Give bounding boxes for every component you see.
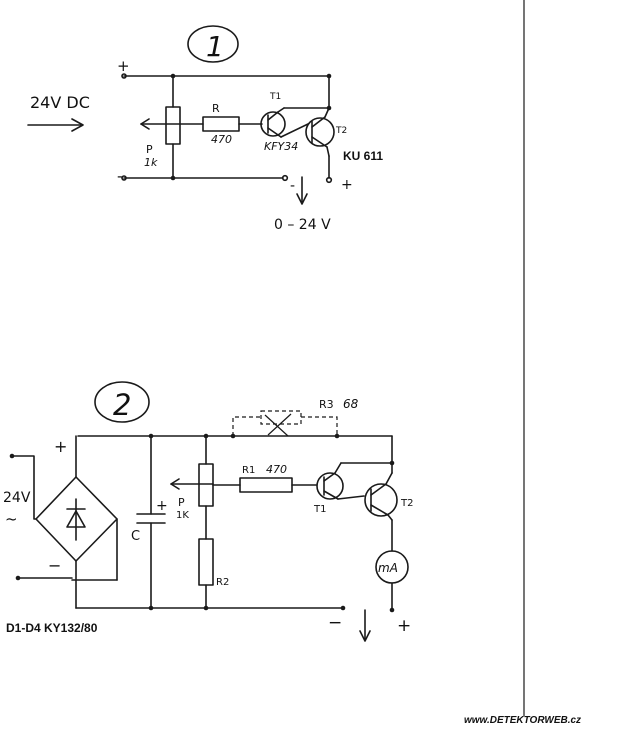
output-minus-terminal xyxy=(281,174,289,182)
pot2-p-label: P xyxy=(178,496,185,509)
resistor-r2 xyxy=(198,538,214,609)
r1-value: 470 xyxy=(266,463,287,476)
supply-arrow-icon xyxy=(27,118,84,132)
circuit-1-minus-terminal: - xyxy=(117,167,122,185)
diode-icon xyxy=(66,498,86,541)
t1-label: T1 xyxy=(269,92,281,102)
capacitor-c xyxy=(136,435,166,609)
output-minus-label: - xyxy=(290,178,295,194)
pot-p-label: P xyxy=(146,143,153,156)
output-range-label: 0 – 24 V xyxy=(274,217,331,233)
potentiometer-p2 xyxy=(170,435,214,540)
r1-label: R1 xyxy=(242,465,255,476)
resistor-r xyxy=(179,116,263,132)
r3-value: 68 xyxy=(343,397,359,411)
t1-type-label: KFY34 xyxy=(264,140,298,153)
potentiometer-p xyxy=(140,75,181,179)
output-plus-terminal xyxy=(325,176,333,184)
circuit-1-number: 1 xyxy=(206,30,224,63)
r3-label: R3 xyxy=(319,398,334,411)
circuit-2-number: 2 xyxy=(113,388,131,422)
ac-symbol: ~ xyxy=(5,510,18,528)
circuit-1: 1 24V DC + - P 1k R xyxy=(27,25,383,233)
resistor-r3-dashed xyxy=(232,410,338,437)
ac-input-terminal-bottom xyxy=(15,575,21,581)
output-arrow-icon xyxy=(296,176,308,205)
output2-minus-label: − xyxy=(328,613,342,633)
transistor-t2b-symbol xyxy=(364,435,398,552)
supply-voltage-label: 24V xyxy=(3,490,31,506)
bridge-rectifier xyxy=(11,435,118,609)
output-plus-label: + xyxy=(341,177,353,193)
resistor-r-value: 470 xyxy=(211,133,232,146)
capacitor-plus-label: + xyxy=(156,498,168,514)
diodes-label: D1-D4 KY132/80 xyxy=(6,621,98,635)
resistor-r-label: R xyxy=(212,102,220,115)
circuit-2: 2 R3 68 + xyxy=(3,381,413,642)
output2-plus-label: + xyxy=(397,616,411,636)
website-footer: www.DETEKTORWEB.cz xyxy=(464,715,581,726)
resistor-r1 xyxy=(212,477,317,493)
output2-arrow-icon xyxy=(359,609,371,642)
output2-minus-terminal xyxy=(340,605,346,611)
pot2-value-label: 1K xyxy=(176,510,189,521)
transistor-t1b-symbol xyxy=(316,462,393,500)
circuit-1-number-ring xyxy=(187,25,239,63)
circuit-2-number-ring xyxy=(94,381,150,423)
t2b-label: T2 xyxy=(400,498,413,509)
bridge-minus-label: − xyxy=(48,556,61,575)
transistor-t2-symbol xyxy=(305,75,335,179)
t1b-label: T1 xyxy=(313,504,326,515)
milliammeter-label: mA xyxy=(378,561,398,575)
t2-label: T2 xyxy=(335,126,347,136)
milliammeter xyxy=(375,550,409,609)
circuit-1-supply-label: 24V DC xyxy=(30,93,90,112)
capacitor-label: C xyxy=(131,529,140,544)
circuit-1-plus-terminal: + xyxy=(117,57,130,75)
transistor-t1-symbol xyxy=(260,107,330,138)
t2-type-label: KU 611 xyxy=(343,149,383,163)
ac-input-terminal-top xyxy=(9,453,15,459)
pot-value-label: 1k xyxy=(144,156,158,169)
output2-plus-terminal xyxy=(389,607,395,613)
r2-label: R2 xyxy=(216,577,229,588)
bridge-plus-label: + xyxy=(54,437,67,456)
